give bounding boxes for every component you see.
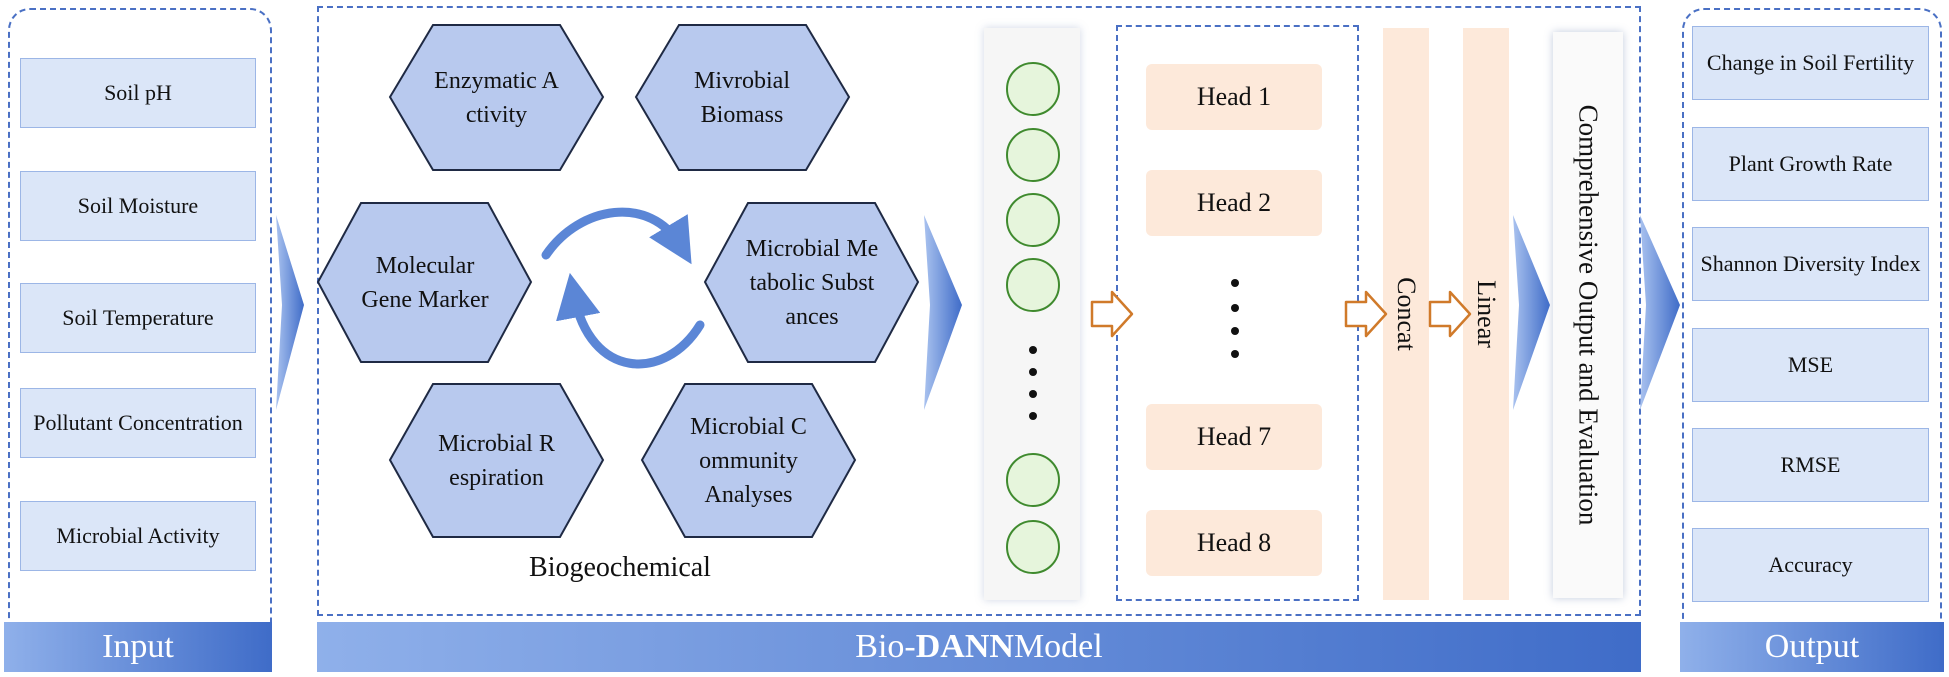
concat-bar: Concat [1383,28,1429,600]
hex-label-gene-marker: Molecular Gene Marker [361,252,489,313]
output-item-plant-growth-rate: Plant Growth Rate [1692,127,1929,201]
flow-arrow-model-to-output [1640,215,1680,410]
ellipsis-dot [1029,390,1037,398]
input-item-pollutant-concentration: Pollutant Concentration [20,388,256,458]
hex-microbial-respiration [388,383,605,538]
hex-community-analyses [640,383,857,538]
neuron-node [1006,453,1060,507]
hollow-arrow-concat-to-linear [1428,290,1472,338]
output-item-shannon-diversity: Shannon Diversity Index [1692,227,1929,301]
hex-label-enzymatic: Enzymatic Activity [434,67,559,128]
ellipsis-dot [1231,304,1239,312]
neuron-node [1006,520,1060,574]
model-panel [317,6,1641,616]
ellipsis-dot [1029,346,1037,354]
flow-arrow-input-to-model [276,215,304,410]
input-item-soil-moisture: Soil Moisture [20,171,256,241]
hex-metabolic-substances [703,202,920,363]
ellipsis-dot [1231,350,1239,358]
output-item-mse: MSE [1692,328,1929,402]
output-item-accuracy: Accuracy [1692,528,1929,602]
neuron-node [1006,258,1060,312]
hex-microbial-biomass [634,24,851,171]
input-item-microbial-activity: Microbial Activity [20,501,256,571]
ellipsis-dot [1029,412,1037,420]
model-footer: Bio-DANN Model [317,622,1641,672]
hex-enzymatic-activity [388,24,605,171]
output-item-soil-fertility: Change in Soil Fertility [1692,26,1929,100]
attention-head-7: Head 7 [1146,404,1322,470]
output-footer: Output [1680,622,1944,672]
attention-head-8: Head 8 [1146,510,1322,576]
neuron-node [1006,62,1060,116]
comprehensive-output-bar: Comprehensive Output and Evaluation [1553,32,1623,598]
ellipsis-dot [1231,327,1239,335]
attention-head-1: Head 1 [1146,64,1322,130]
biogeochemical-label: Biogeochemical [529,552,711,583]
output-item-rmse: RMSE [1692,428,1929,502]
hex-label-biomass: Mivrobial Biomass [694,67,790,128]
neuron-node [1006,193,1060,247]
hollow-arrow-heads-to-concat [1344,290,1388,338]
input-item-soil-temperature: Soil Temperature [20,283,256,353]
model-footer-suffix: Model [1013,628,1103,665]
model-footer-bold: DANN [915,628,1014,665]
attention-head-2: Head 2 [1146,170,1322,236]
input-footer: Input [4,622,272,672]
ellipsis-dot [1231,279,1239,287]
input-item-soil-ph: Soil pH [20,58,256,128]
hex-molecular-gene-marker [316,202,533,363]
hex-label-metabolic: Microbial Metabolic Substances [745,235,879,330]
hollow-arrow-nodes-to-heads [1090,290,1134,338]
flow-arrow-bio-to-nodes [924,215,962,410]
cycle-arrow-bottom [556,272,705,369]
cycle-arrow-top [541,207,692,265]
hex-label-respiration: Microbial Respiration [438,430,555,491]
hex-label-community: Microbial Community Analyses [690,413,807,508]
neuron-node [1006,128,1060,182]
flow-arrow-linear-to-output [1513,215,1550,410]
model-footer-prefix: Bio- [855,628,916,665]
ellipsis-dot [1029,368,1037,376]
